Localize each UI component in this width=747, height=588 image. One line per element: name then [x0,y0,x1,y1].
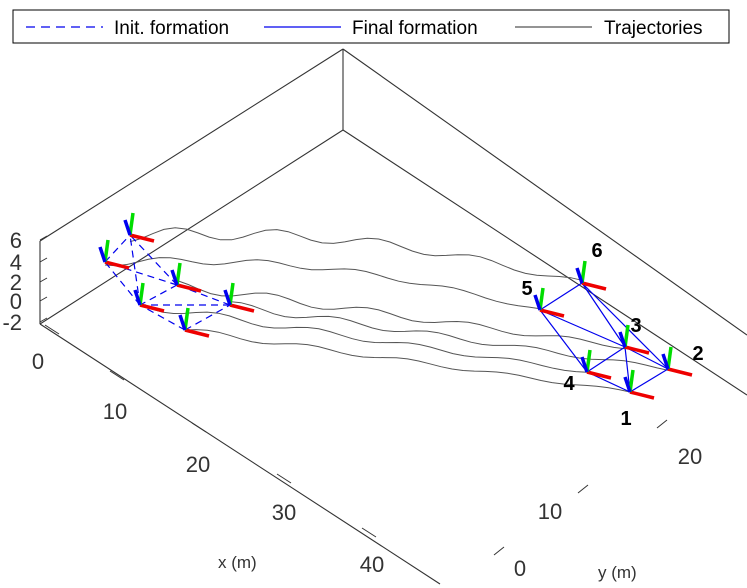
z-axis-tick-mark [39,317,48,323]
y-axis-tick-label: 0 [514,556,526,581]
z-axis-tick-label: -2 [2,310,22,335]
x-axis-tick-label: 0 [32,349,44,374]
legend-label-trajectories: Trajectories [604,18,703,39]
final-formation-edge [629,368,669,393]
initial-formation-group [104,234,231,331]
frame-x-axis [629,390,655,400]
init-formation-edge [139,304,186,331]
trajectory-line [139,303,588,373]
x-axis-tick-label: 20 [186,452,210,477]
frame-x-axis [667,367,693,377]
z-axis-tick-label: 0 [10,289,22,314]
y-axis-tick-label: 10 [538,499,562,524]
z-axis-tick-mark [39,257,48,263]
final-formation-edge [624,346,669,370]
x-axis-tick-mark [276,473,292,484]
axes-box-edge [39,323,441,585]
z-axis-tick-mark [39,235,48,241]
x-axis-tick-mark [109,370,125,381]
agent-label-1: 1 [620,408,631,430]
frame-x-axis [539,308,565,318]
z-axis-tick-label: 2 [10,270,22,295]
legend-box [12,9,730,44]
axes-box [39,48,747,585]
axes-box-edge [342,48,747,336]
trajectory-line [176,280,626,350]
trajectory-line [184,329,631,393]
x-axis-tick-mark [361,527,377,538]
axes-box-edge [39,48,344,242]
y-axis-tick-mark [493,546,505,556]
axes-box-edge [342,129,747,396]
agent-label-5: 5 [521,278,532,300]
x-axis-tick-mark [44,324,60,335]
final-formation-edge [539,309,626,348]
agent-labels-group: 1 2 3 4 5 6 [521,240,703,430]
legend: Init. formation Final formation Trajecto… [12,9,730,44]
init-formation-edge [184,304,231,331]
frame-x-axis [586,370,612,380]
final-formation-edge [581,282,626,348]
frame-x-axis [581,281,607,291]
z-axis-tick-label: 6 [10,228,22,253]
trajectories-group [104,227,669,393]
frame-z-axis [223,289,232,306]
init-formation-edge [104,261,141,306]
frame-z-axis [575,267,584,284]
z-axis-tick-label: 4 [10,250,22,275]
y-axis-label: y (m) [598,563,637,582]
final-formation-edge [539,282,583,311]
z-axis-tick-mark [39,296,48,302]
frame-x-axis [176,283,202,293]
agent-label-6: 6 [591,240,602,262]
agent-label-2: 2 [692,343,703,365]
z-axis-tick-mark [39,277,48,283]
y-axis-tick-mark [656,419,668,429]
x-axis-label: x (m) [218,553,257,572]
frame-z-axis [98,246,107,263]
frame-x-axis [139,303,165,313]
legend-label-final: Final formation [352,18,478,39]
frame-z-axis [133,289,142,306]
frame-z-axis [178,314,187,331]
trajectory-line [229,301,669,371]
final-formation-edge [586,346,626,373]
x-axis-tick-label: 10 [103,399,127,424]
agent-frames-group [98,212,693,400]
frame-z-axis [623,376,632,393]
y-axis-tick-label: 20 [678,444,702,469]
x-axis-tick-label: 30 [272,500,296,525]
axes-box-edge [39,129,344,325]
frame-z-axis [170,269,179,286]
init-formation-edge [139,284,178,306]
trajectory-line [104,257,541,310]
legend-label-init: Init. formation [114,18,229,39]
frame-z-axis [533,294,542,311]
frame-z-axis [580,356,589,373]
y-axis-tick-mark [577,484,589,494]
init-formation-edge [104,234,131,263]
x-axis-tick-label: 40 [360,552,384,577]
final-formation-edge [581,282,669,370]
x-axis-tick-mark [191,422,207,433]
agent-label-4: 4 [563,373,575,395]
frame-z-axis [661,353,670,370]
frame-x-axis [624,345,650,355]
frame-z-axis [123,219,132,236]
frame-z-axis [618,331,627,348]
frame-x-axis [129,233,155,243]
trajectory-line [129,227,583,281]
frame-x-axis [104,260,130,270]
final-formation-edge [539,309,588,373]
agent-label-3: 3 [630,315,641,337]
init-formation-edge [176,284,231,306]
frame-x-axis [184,328,210,338]
frame-x-axis [229,303,255,313]
